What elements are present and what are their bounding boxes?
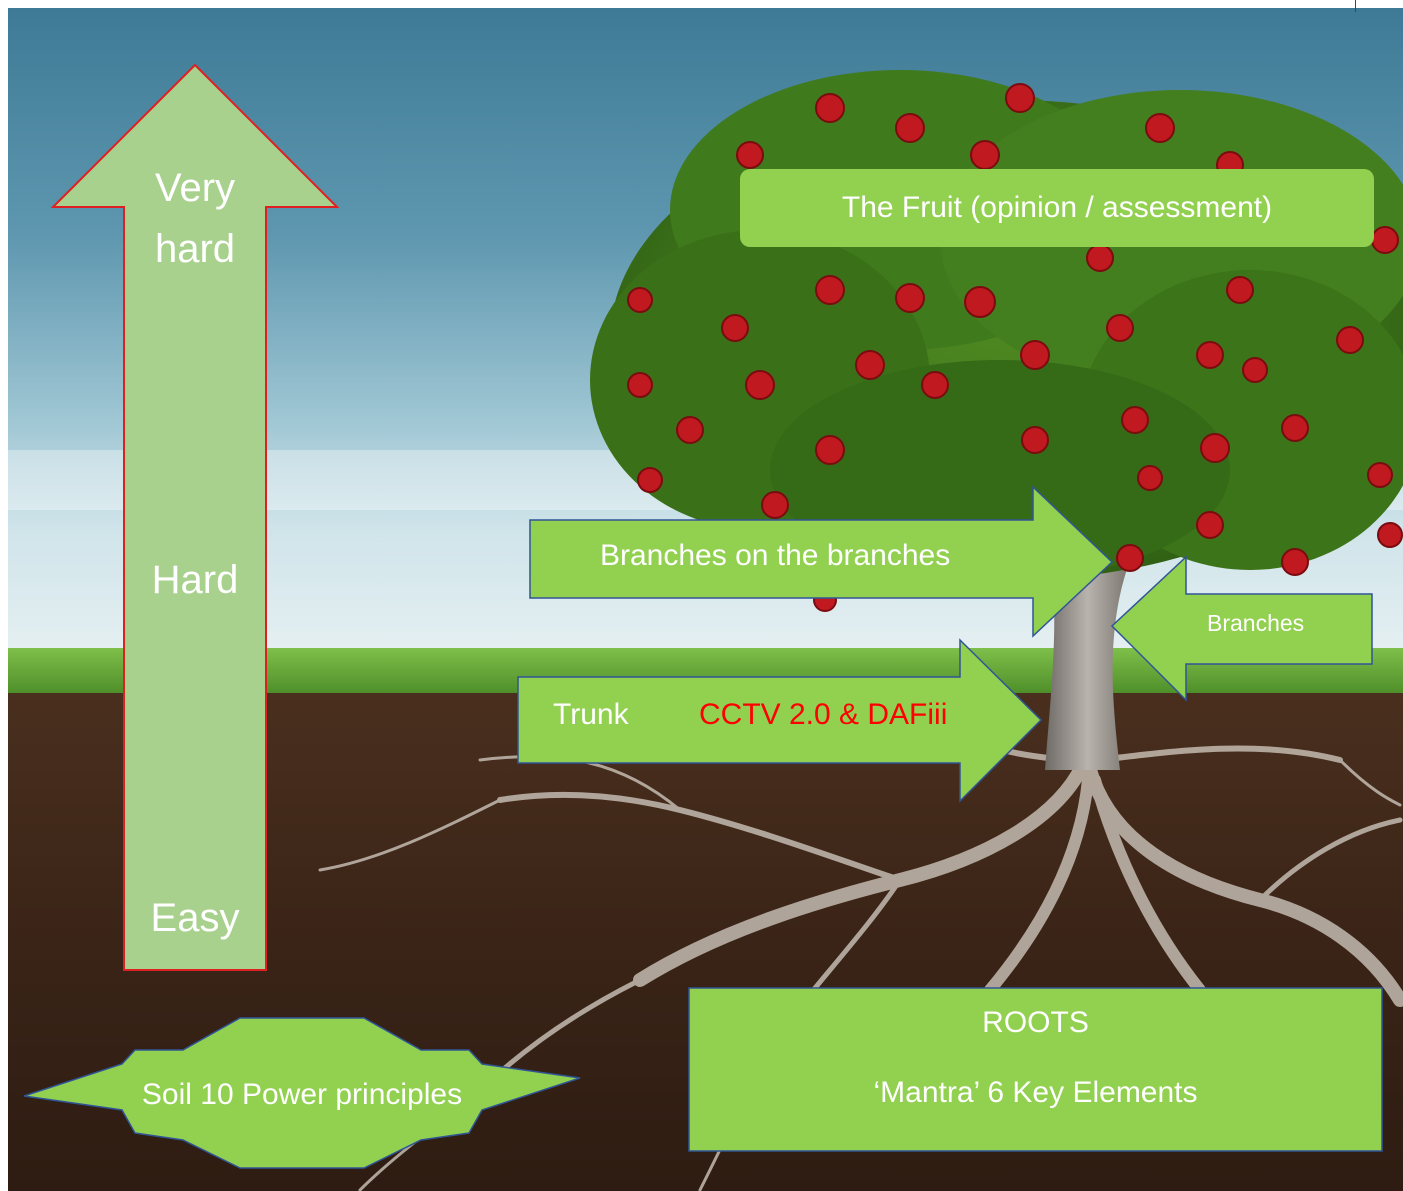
- soil-label: Soil 10 Power principles: [141, 1078, 463, 1111]
- easy-label: Easy: [150, 896, 240, 940]
- branches-label: Branches: [1207, 610, 1305, 636]
- fruit-box-shape: [740, 169, 1374, 247]
- branches-on-branches-label: Branches on the branches: [600, 539, 951, 572]
- branches-arrow-shape: [1110, 555, 1373, 702]
- trunk-label: Trunk: [553, 698, 629, 731]
- very-hard-label: Very hard: [124, 158, 266, 280]
- branches-on-branches-arrow-shape: [529, 485, 1114, 638]
- soil-shape: [23, 1017, 581, 1169]
- very-label: Very: [154, 166, 236, 210]
- hard-top-label: hard: [154, 227, 236, 271]
- trunk-arrow-shape: [517, 638, 1043, 803]
- tree-trunk: [1045, 560, 1130, 770]
- fruit-label: The Fruit (opinion / assessment): [841, 191, 1273, 224]
- hard-label: Hard: [151, 558, 239, 602]
- page-edge-line: [1355, 0, 1356, 12]
- roots-box-shape: [688, 987, 1383, 1152]
- difficulty-arrow-shape: [50, 63, 340, 971]
- roots-subtitle: ‘Mantra’ 6 Key Elements: [873, 1076, 1198, 1109]
- cctv-dafiii-label: CCTV 2.0 & DAFiii: [699, 698, 948, 731]
- roots-title: ROOTS: [982, 1006, 1089, 1039]
- tree-roots: [318, 717, 1403, 1191]
